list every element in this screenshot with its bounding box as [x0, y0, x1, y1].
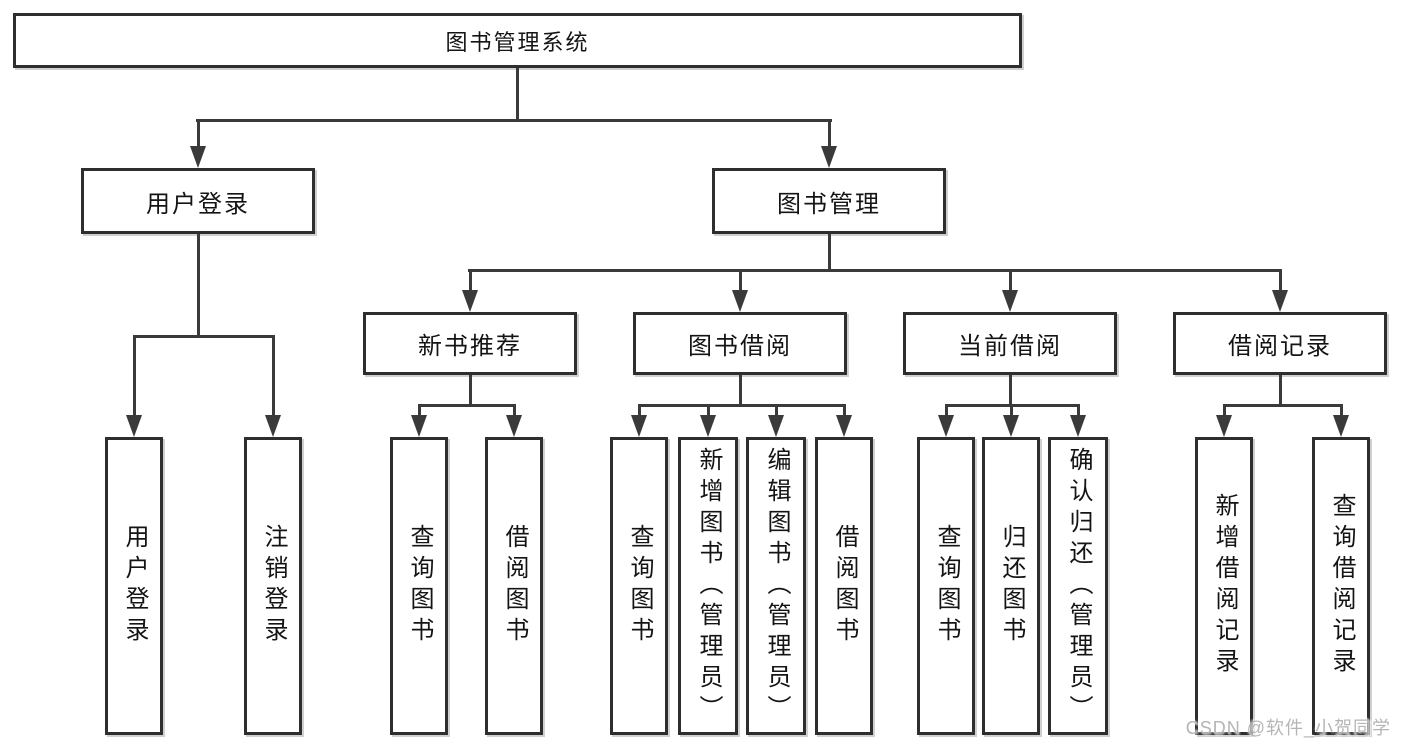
leaf-add-books-admin-label: 新增图书（管理员）	[695, 446, 722, 726]
connector-line	[272, 335, 275, 416]
leaf-query-books-2-label: 查询图书	[626, 524, 653, 648]
leaf-return-books: 归还图书	[982, 437, 1040, 735]
arrowhead-down-icon	[938, 415, 954, 437]
arrowhead-down-icon	[265, 415, 281, 437]
leaf-edit-books-admin: 编辑图书（管理员）	[746, 437, 806, 735]
connector-line	[638, 404, 641, 417]
connector-line	[1009, 375, 1012, 407]
node-current-borrow-label: 当前借阅	[958, 333, 1062, 360]
leaf-add-borrow-record-label: 新增借阅记录	[1211, 493, 1238, 679]
connector-line	[1009, 269, 1012, 292]
leaf-query-books-1-label: 查询图书	[406, 524, 433, 648]
connector-line	[197, 119, 200, 148]
node-user-login: 用户登录	[81, 168, 315, 234]
connector-line	[1077, 404, 1080, 417]
node-new-book-recommend-label: 新书推荐	[418, 333, 522, 360]
leaf-query-books-3-label: 查询图书	[933, 524, 960, 648]
node-root: 图书管理系统	[13, 13, 1022, 68]
arrowhead-down-icon	[126, 415, 142, 437]
arrowhead-down-icon	[700, 415, 716, 437]
connector-line	[1223, 404, 1226, 417]
connector-line	[468, 269, 1282, 272]
arrowhead-down-icon	[462, 290, 478, 312]
node-book-borrow-label: 图书借阅	[688, 333, 792, 360]
connector-line	[418, 404, 421, 417]
leaf-add-borrow-record: 新增借阅记录	[1195, 437, 1253, 735]
leaf-confirm-return-admin: 确认归还（管理员）	[1048, 437, 1108, 735]
node-borrow-records: 借阅记录	[1173, 312, 1387, 375]
connector-line	[1279, 375, 1282, 407]
arrowhead-down-icon	[1272, 290, 1288, 312]
leaf-query-books-1: 查询图书	[390, 437, 448, 735]
leaf-borrow-books-1: 借阅图书	[485, 437, 543, 735]
leaf-edit-books-admin-label: 编辑图书（管理员）	[763, 446, 790, 726]
node-book-borrow: 图书借阅	[633, 312, 847, 375]
leaf-query-books-3: 查询图书	[917, 437, 975, 735]
arrowhead-down-icon	[631, 415, 647, 437]
node-borrow-records-label: 借阅记录	[1228, 333, 1332, 360]
node-book-management: 图书管理	[712, 168, 946, 234]
leaf-borrow-books-2-label: 借阅图书	[831, 524, 858, 648]
node-user-login-label: 用户登录	[146, 190, 250, 218]
csdn-watermark: CSDN @软件_小贺同学	[1185, 718, 1391, 738]
connector-line	[418, 404, 516, 407]
arrowhead-down-icon	[1070, 415, 1086, 437]
leaf-add-books-admin: 新增图书（管理员）	[678, 437, 738, 735]
leaf-confirm-return-admin-label: 确认归还（管理员）	[1065, 446, 1092, 726]
leaf-user-login-label: 用户登录	[121, 524, 148, 648]
node-book-management-label: 图书管理	[777, 190, 881, 218]
connector-line	[469, 269, 472, 292]
arrowhead-down-icon	[506, 415, 522, 437]
leaf-logout-label: 注销登录	[260, 524, 287, 648]
connector-line	[843, 404, 846, 417]
arrowhead-down-icon	[190, 146, 206, 168]
connector-line	[707, 404, 710, 417]
arrowhead-down-icon	[1333, 415, 1349, 437]
connector-line	[1223, 404, 1343, 407]
leaf-query-books-2: 查询图书	[610, 437, 668, 735]
connector-line	[197, 234, 200, 338]
node-root-label: 图书管理系统	[445, 29, 590, 55]
arrowhead-down-icon	[1216, 415, 1232, 437]
connector-line	[133, 335, 275, 338]
connector-line	[638, 404, 846, 407]
connector-line	[513, 404, 516, 417]
connector-line	[828, 234, 831, 272]
leaf-query-borrow-record-label: 查询借阅记录	[1328, 493, 1355, 679]
arrowhead-down-icon	[1003, 415, 1019, 437]
leaf-user-login: 用户登录	[105, 437, 163, 735]
connector-line	[196, 119, 832, 122]
leaf-logout: 注销登录	[244, 437, 302, 735]
connector-line	[133, 335, 136, 416]
leaf-return-books-label: 归还图书	[998, 524, 1025, 648]
arrowhead-down-icon	[732, 290, 748, 312]
arrowhead-down-icon	[768, 415, 784, 437]
connector-line	[828, 119, 831, 148]
connector-line	[516, 68, 519, 121]
leaf-borrow-books-2: 借阅图书	[815, 437, 873, 735]
connector-line	[1010, 404, 1013, 417]
connector-line	[1340, 404, 1343, 417]
leaf-query-borrow-record: 查询借阅记录	[1312, 437, 1370, 735]
arrowhead-down-icon	[836, 415, 852, 437]
connector-line	[1279, 269, 1282, 292]
arrowhead-down-icon	[821, 146, 837, 168]
arrowhead-down-icon	[411, 415, 427, 437]
connector-line	[945, 404, 948, 417]
connector-line	[739, 375, 742, 407]
connector-line	[739, 269, 742, 292]
arrowhead-down-icon	[1002, 290, 1018, 312]
connector-line	[469, 375, 472, 407]
connector-line	[775, 404, 778, 417]
node-new-book-recommend: 新书推荐	[363, 312, 577, 375]
leaf-borrow-books-1-label: 借阅图书	[501, 524, 528, 648]
node-current-borrow: 当前借阅	[903, 312, 1117, 375]
